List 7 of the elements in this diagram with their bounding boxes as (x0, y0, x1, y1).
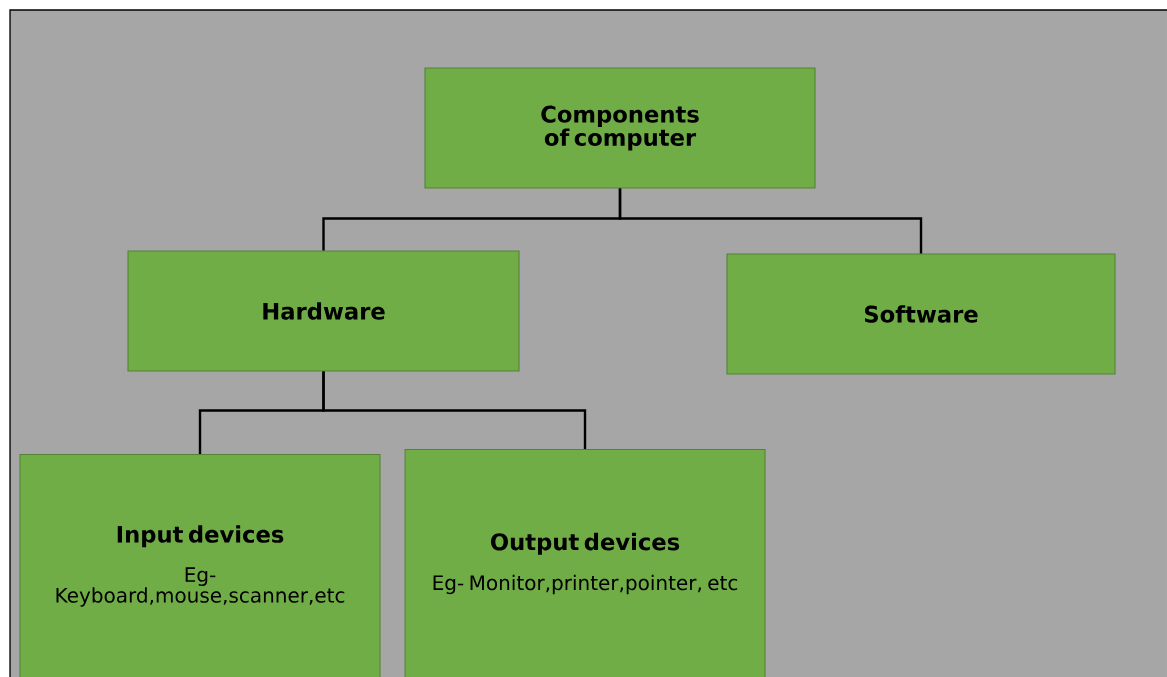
process-box: Output devices Eg- Monitor,printer,pointer, etc (404, 449, 766, 677)
process-box: Components of computer (424, 67, 816, 189)
process-box: Hardware (127, 250, 520, 372)
process-box: Input devices Eg- Keyboard,mouse,scanner,etc (19, 454, 381, 677)
connector-line (618, 188, 923, 254)
process-box: Software (726, 253, 1116, 375)
connector-line (322, 371, 587, 449)
